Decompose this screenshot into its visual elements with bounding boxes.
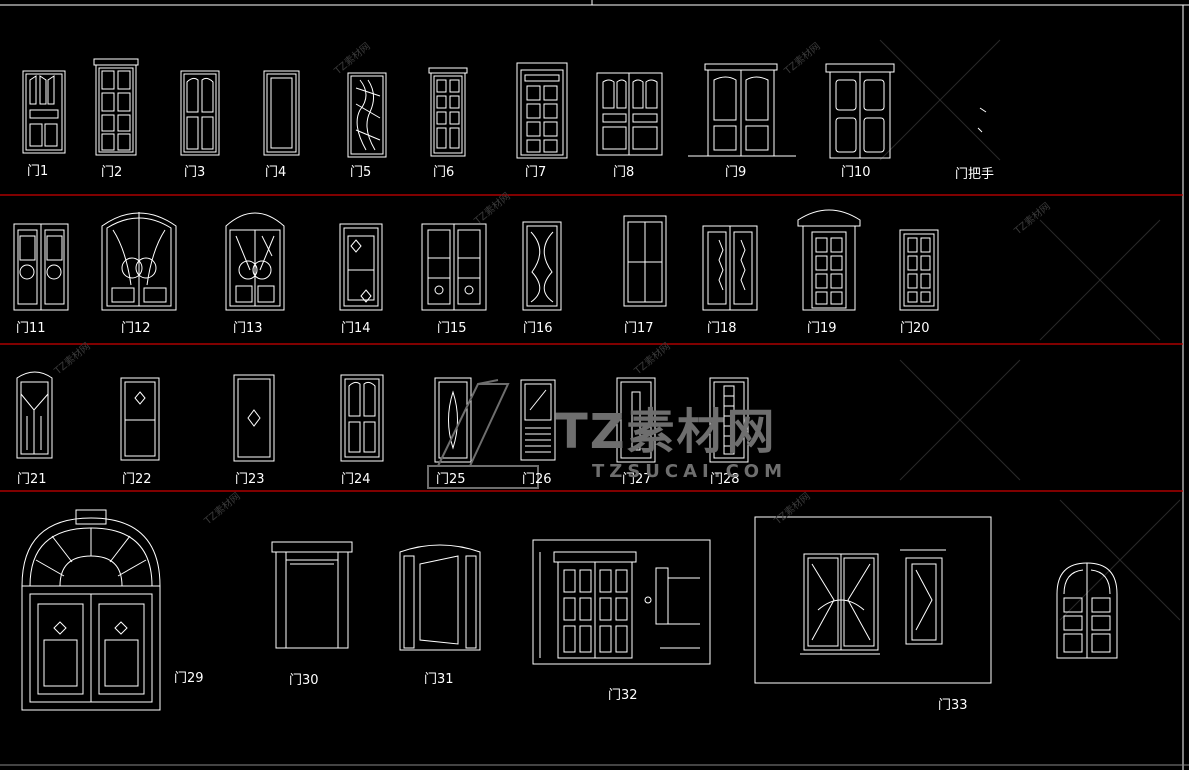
door-2 (93, 58, 139, 156)
door-9 (688, 63, 796, 157)
label-door-33: 门33 (938, 698, 968, 713)
label-door-17: 门17 (624, 321, 654, 336)
label-door-16: 门16 (523, 321, 553, 336)
label-door-13: 门13 (233, 321, 263, 336)
label-door-4: 门4 (265, 165, 287, 180)
door-3 (180, 70, 220, 156)
label-door-30: 门30 (289, 673, 319, 688)
door-13 (225, 212, 285, 311)
watermark-title: TZ素材网 (555, 404, 777, 460)
label-door-14: 门14 (341, 321, 371, 336)
label-door-27: 门27 (622, 472, 652, 487)
label-door-20: 门20 (900, 321, 930, 336)
watermark-crosses (879, 39, 1181, 621)
door-17 (623, 215, 667, 307)
door-26 (520, 379, 556, 461)
door-33 (754, 516, 992, 684)
door-20 (899, 229, 939, 311)
watermark-subtitle: TZSUCAI.COM (592, 461, 788, 482)
door-19 (797, 209, 861, 311)
label-door-29: 门29 (174, 671, 204, 686)
door-18 (702, 225, 758, 311)
door-12 (101, 212, 177, 311)
door-1 (22, 70, 66, 154)
label-door-8: 门8 (613, 165, 635, 180)
door-16 (522, 221, 562, 311)
door-handle (977, 107, 987, 133)
door-21 (16, 371, 53, 459)
label-door-19: 门19 (807, 321, 837, 336)
door-30 (271, 541, 353, 649)
door-27 (616, 377, 656, 463)
door-14 (339, 223, 383, 311)
label-door-31: 门31 (424, 672, 454, 687)
label-door-22: 门22 (122, 472, 152, 487)
label-door-25: 门25 (436, 472, 466, 487)
door-10 (825, 63, 895, 159)
label-door-18: 门18 (707, 321, 737, 336)
door-11 (13, 223, 69, 311)
door-7 (516, 62, 568, 159)
door-6 (428, 67, 468, 157)
door-15 (421, 223, 487, 311)
label-door-15: 门15 (437, 321, 467, 336)
door-31 (399, 544, 481, 651)
label-door-12: 门12 (121, 321, 151, 336)
label-door-9: 门9 (725, 165, 747, 180)
label-door-24: 门24 (341, 472, 371, 487)
label-door-21: 门21 (17, 472, 47, 487)
door-25 (434, 377, 472, 463)
label-door-6: 门6 (433, 165, 455, 180)
label-door-7: 门7 (525, 165, 547, 180)
label-door-10: 门10 (841, 165, 871, 180)
label-door-2: 门2 (101, 165, 123, 180)
label-door-32: 门32 (608, 688, 638, 703)
label-door-handle: 门把手 (955, 167, 995, 182)
label-door-1: 门1 (27, 164, 49, 179)
label-door-23: 门23 (235, 472, 265, 487)
door-8 (596, 72, 663, 156)
door-29 (21, 509, 161, 711)
label-door-5: 门5 (350, 165, 372, 180)
door-4 (263, 70, 300, 156)
label-door-28: 门28 (710, 472, 740, 487)
label-door-11: 门11 (16, 321, 46, 336)
label-door-3: 门3 (184, 165, 206, 180)
door-32 (532, 539, 711, 665)
label-door-26: 门26 (522, 472, 552, 487)
door-28 (709, 377, 749, 463)
door-34-arched (1056, 562, 1118, 659)
door-24 (340, 374, 384, 462)
door-5 (347, 72, 387, 158)
door-23 (233, 374, 275, 462)
watermark-logo-icon (427, 379, 539, 489)
door-22 (120, 377, 160, 461)
